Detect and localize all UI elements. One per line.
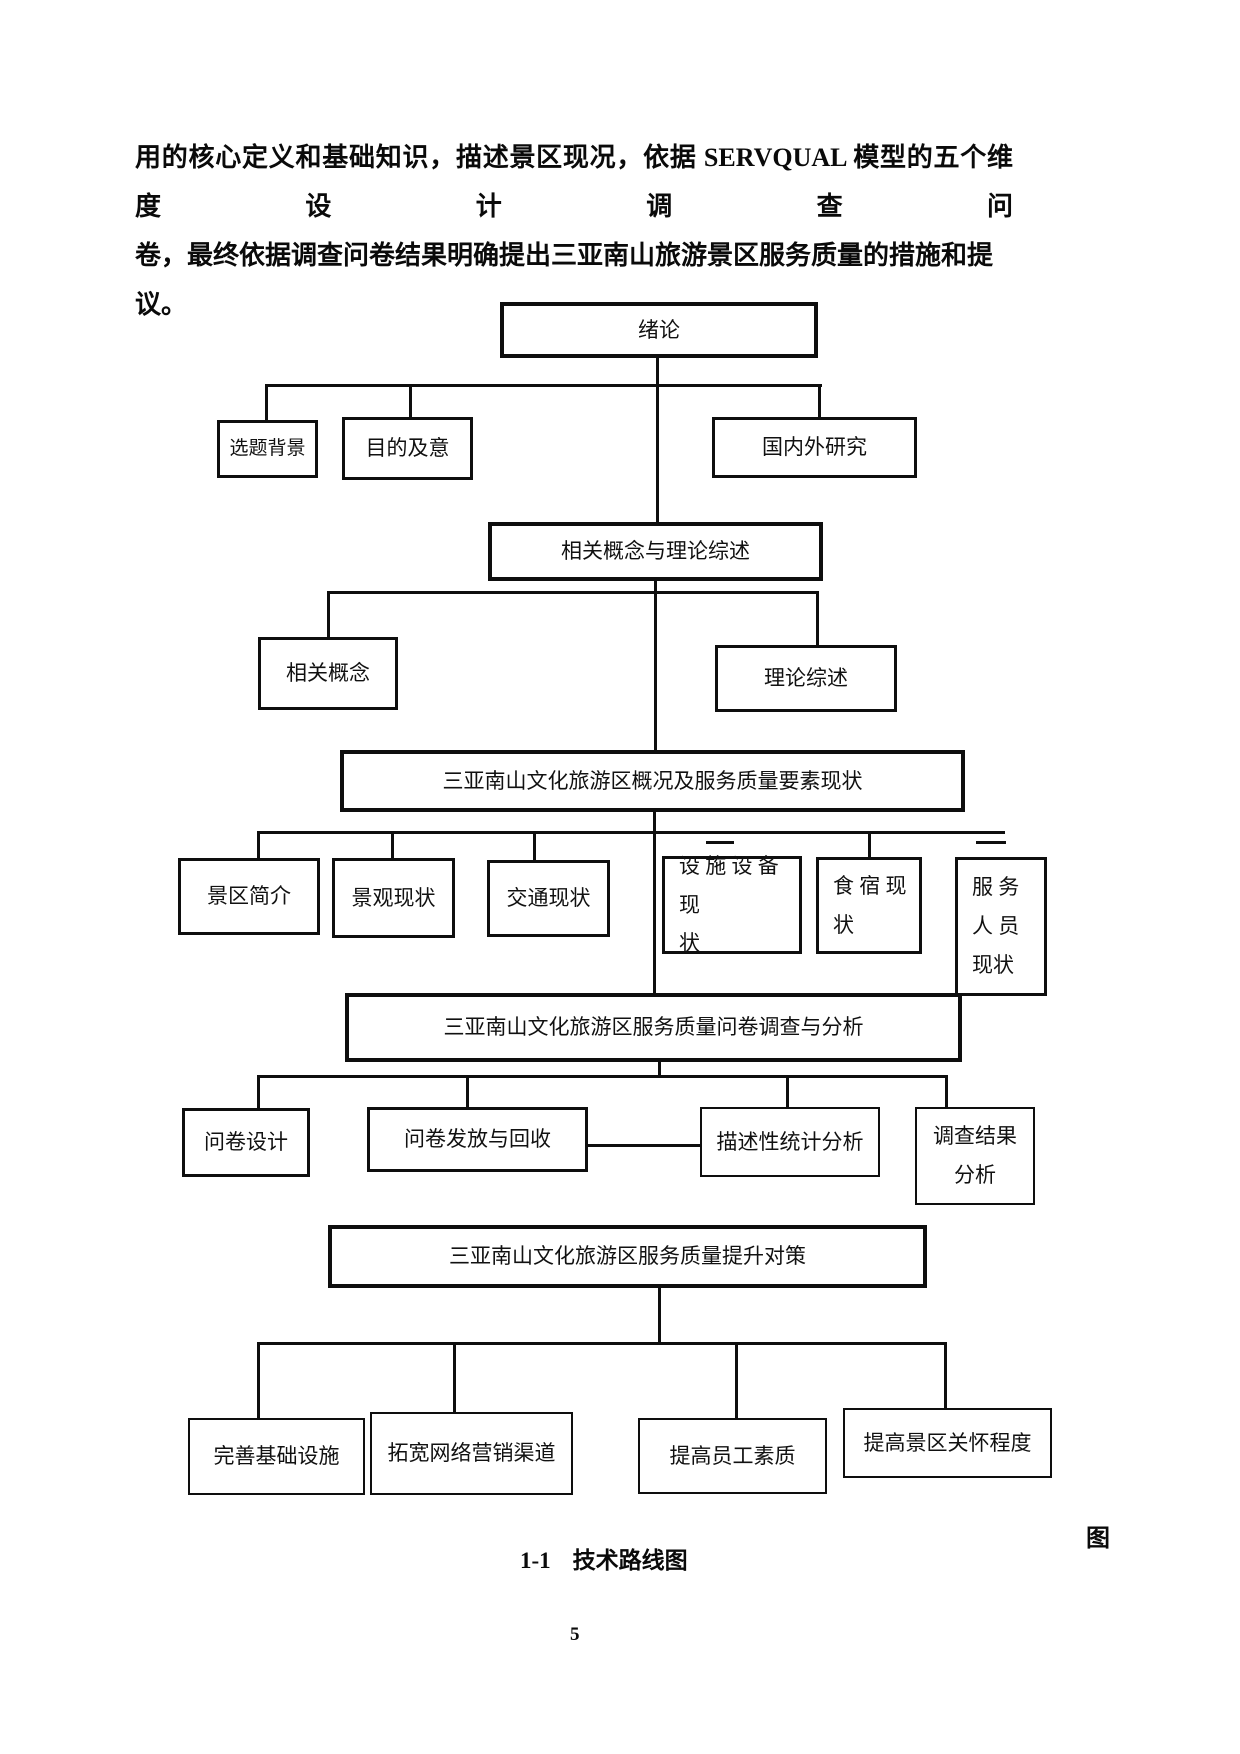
flowchart-node-descriptive-statistics: 描述性统计分析 xyxy=(700,1107,880,1177)
connector-line xyxy=(257,831,260,860)
flowchart-node-survey-result-analysis: 调查结果 分析 xyxy=(915,1107,1035,1205)
connector-line xyxy=(735,1342,738,1420)
connector-line xyxy=(327,591,819,594)
connector-line xyxy=(257,831,1005,834)
connector-line xyxy=(868,831,871,859)
figure-caption: 1-1 技术路线图 xyxy=(520,1541,688,1575)
figure-caption-title: 技术路线图 xyxy=(572,1548,688,1573)
connector-line xyxy=(533,831,536,862)
flowchart-node-questionnaire-design: 问卷设计 xyxy=(182,1108,310,1177)
flowchart-node-improve-staff-quality: 提高员工素质 xyxy=(638,1418,827,1494)
connector-line xyxy=(654,579,657,752)
flowchart-node-theory-review: 理论综述 xyxy=(715,645,897,712)
flowchart-node-scenic-intro: 景区简介 xyxy=(178,858,320,935)
connector-line xyxy=(257,1342,260,1420)
connector-line xyxy=(265,384,268,422)
flowchart-node-landscape-status: 景观现状 xyxy=(332,858,455,938)
connector-line xyxy=(658,1286,661,1344)
connector-line xyxy=(552,1144,738,1147)
connector-line xyxy=(944,1342,947,1410)
flowchart-node-improve-infrastructure: 完善基础设施 xyxy=(188,1418,365,1495)
flowchart-node-traffic-status: 交通现状 xyxy=(487,860,610,937)
connector-line xyxy=(656,384,659,524)
connector-line xyxy=(653,810,656,995)
figure-caption-overflow: 图 xyxy=(1086,1526,1110,1552)
flowchart-node-topic-background: 选题背景 xyxy=(217,420,318,478)
flowchart-node-intro: 绪论 xyxy=(500,302,818,358)
flowchart-node-domestic-foreign-research: 国内外研究 xyxy=(712,417,917,478)
connector-line xyxy=(327,591,330,639)
connector-line xyxy=(706,841,734,844)
flowchart-node-overview-service-status: 三亚南山文化旅游区概况及服务质量要素现状 xyxy=(340,750,965,812)
connector-line xyxy=(257,1075,948,1078)
connector-line xyxy=(409,384,412,419)
flowchart-node-service-staff-status: 服 务 人 员 现状 xyxy=(955,857,1047,996)
connector-line xyxy=(786,1075,789,1109)
flowchart-node-facilities-status: 设 施 设 备 现 状 xyxy=(662,854,802,955)
paragraph-line-1: 用的核心定义和基础知识，描述景区现况，依据 SERVQUAL 模型的五个维度设计… xyxy=(135,143,1013,221)
connector-line xyxy=(267,384,822,387)
connector-line xyxy=(656,356,659,386)
flowchart-node-related-concepts: 相关概念 xyxy=(258,637,398,710)
flowchart-node-expand-marketing: 拓宽网络营销渠道 xyxy=(370,1412,573,1495)
flowchart-node-purpose: 目的及意 xyxy=(342,417,473,480)
connector-line xyxy=(391,831,394,860)
connector-line xyxy=(976,841,1006,844)
connector-line xyxy=(658,1060,661,1077)
flowchart-node-questionnaire-survey-analysis: 三亚南山文化旅游区服务质量问卷调查与分析 xyxy=(345,993,962,1062)
connector-line xyxy=(257,1342,947,1345)
connector-line xyxy=(257,1075,260,1110)
connector-line xyxy=(816,591,819,647)
flowchart-node-improvement-strategies: 三亚南山文化旅游区服务质量提升对策 xyxy=(328,1225,927,1288)
paragraph-line-2: 卷，最终依据调查问卷结果明确提出三亚南山旅游景区服务质量的措施和提议。 xyxy=(135,241,994,319)
flowchart-node-concepts-theory-review: 相关概念与理论综述 xyxy=(488,522,823,581)
connector-line xyxy=(466,1075,469,1109)
flowchart-node-food-lodging-status: 食 宿 现 状 xyxy=(816,857,922,954)
connector-line xyxy=(818,384,821,419)
flowchart-node-improve-care-level: 提高景区关怀程度 xyxy=(843,1408,1052,1478)
page-number: 5 xyxy=(570,1624,580,1645)
figure-caption-number: 1-1 xyxy=(520,1548,551,1573)
flowchart-node-questionnaire-distribution: 问卷发放与回收 xyxy=(367,1107,588,1172)
connector-line xyxy=(453,1342,456,1414)
connector-line xyxy=(945,1075,948,1109)
body-paragraph: 用的核心定义和基础知识，描述景区现况，依据 SERVQUAL 模型的五个维度设计… xyxy=(135,133,1013,329)
